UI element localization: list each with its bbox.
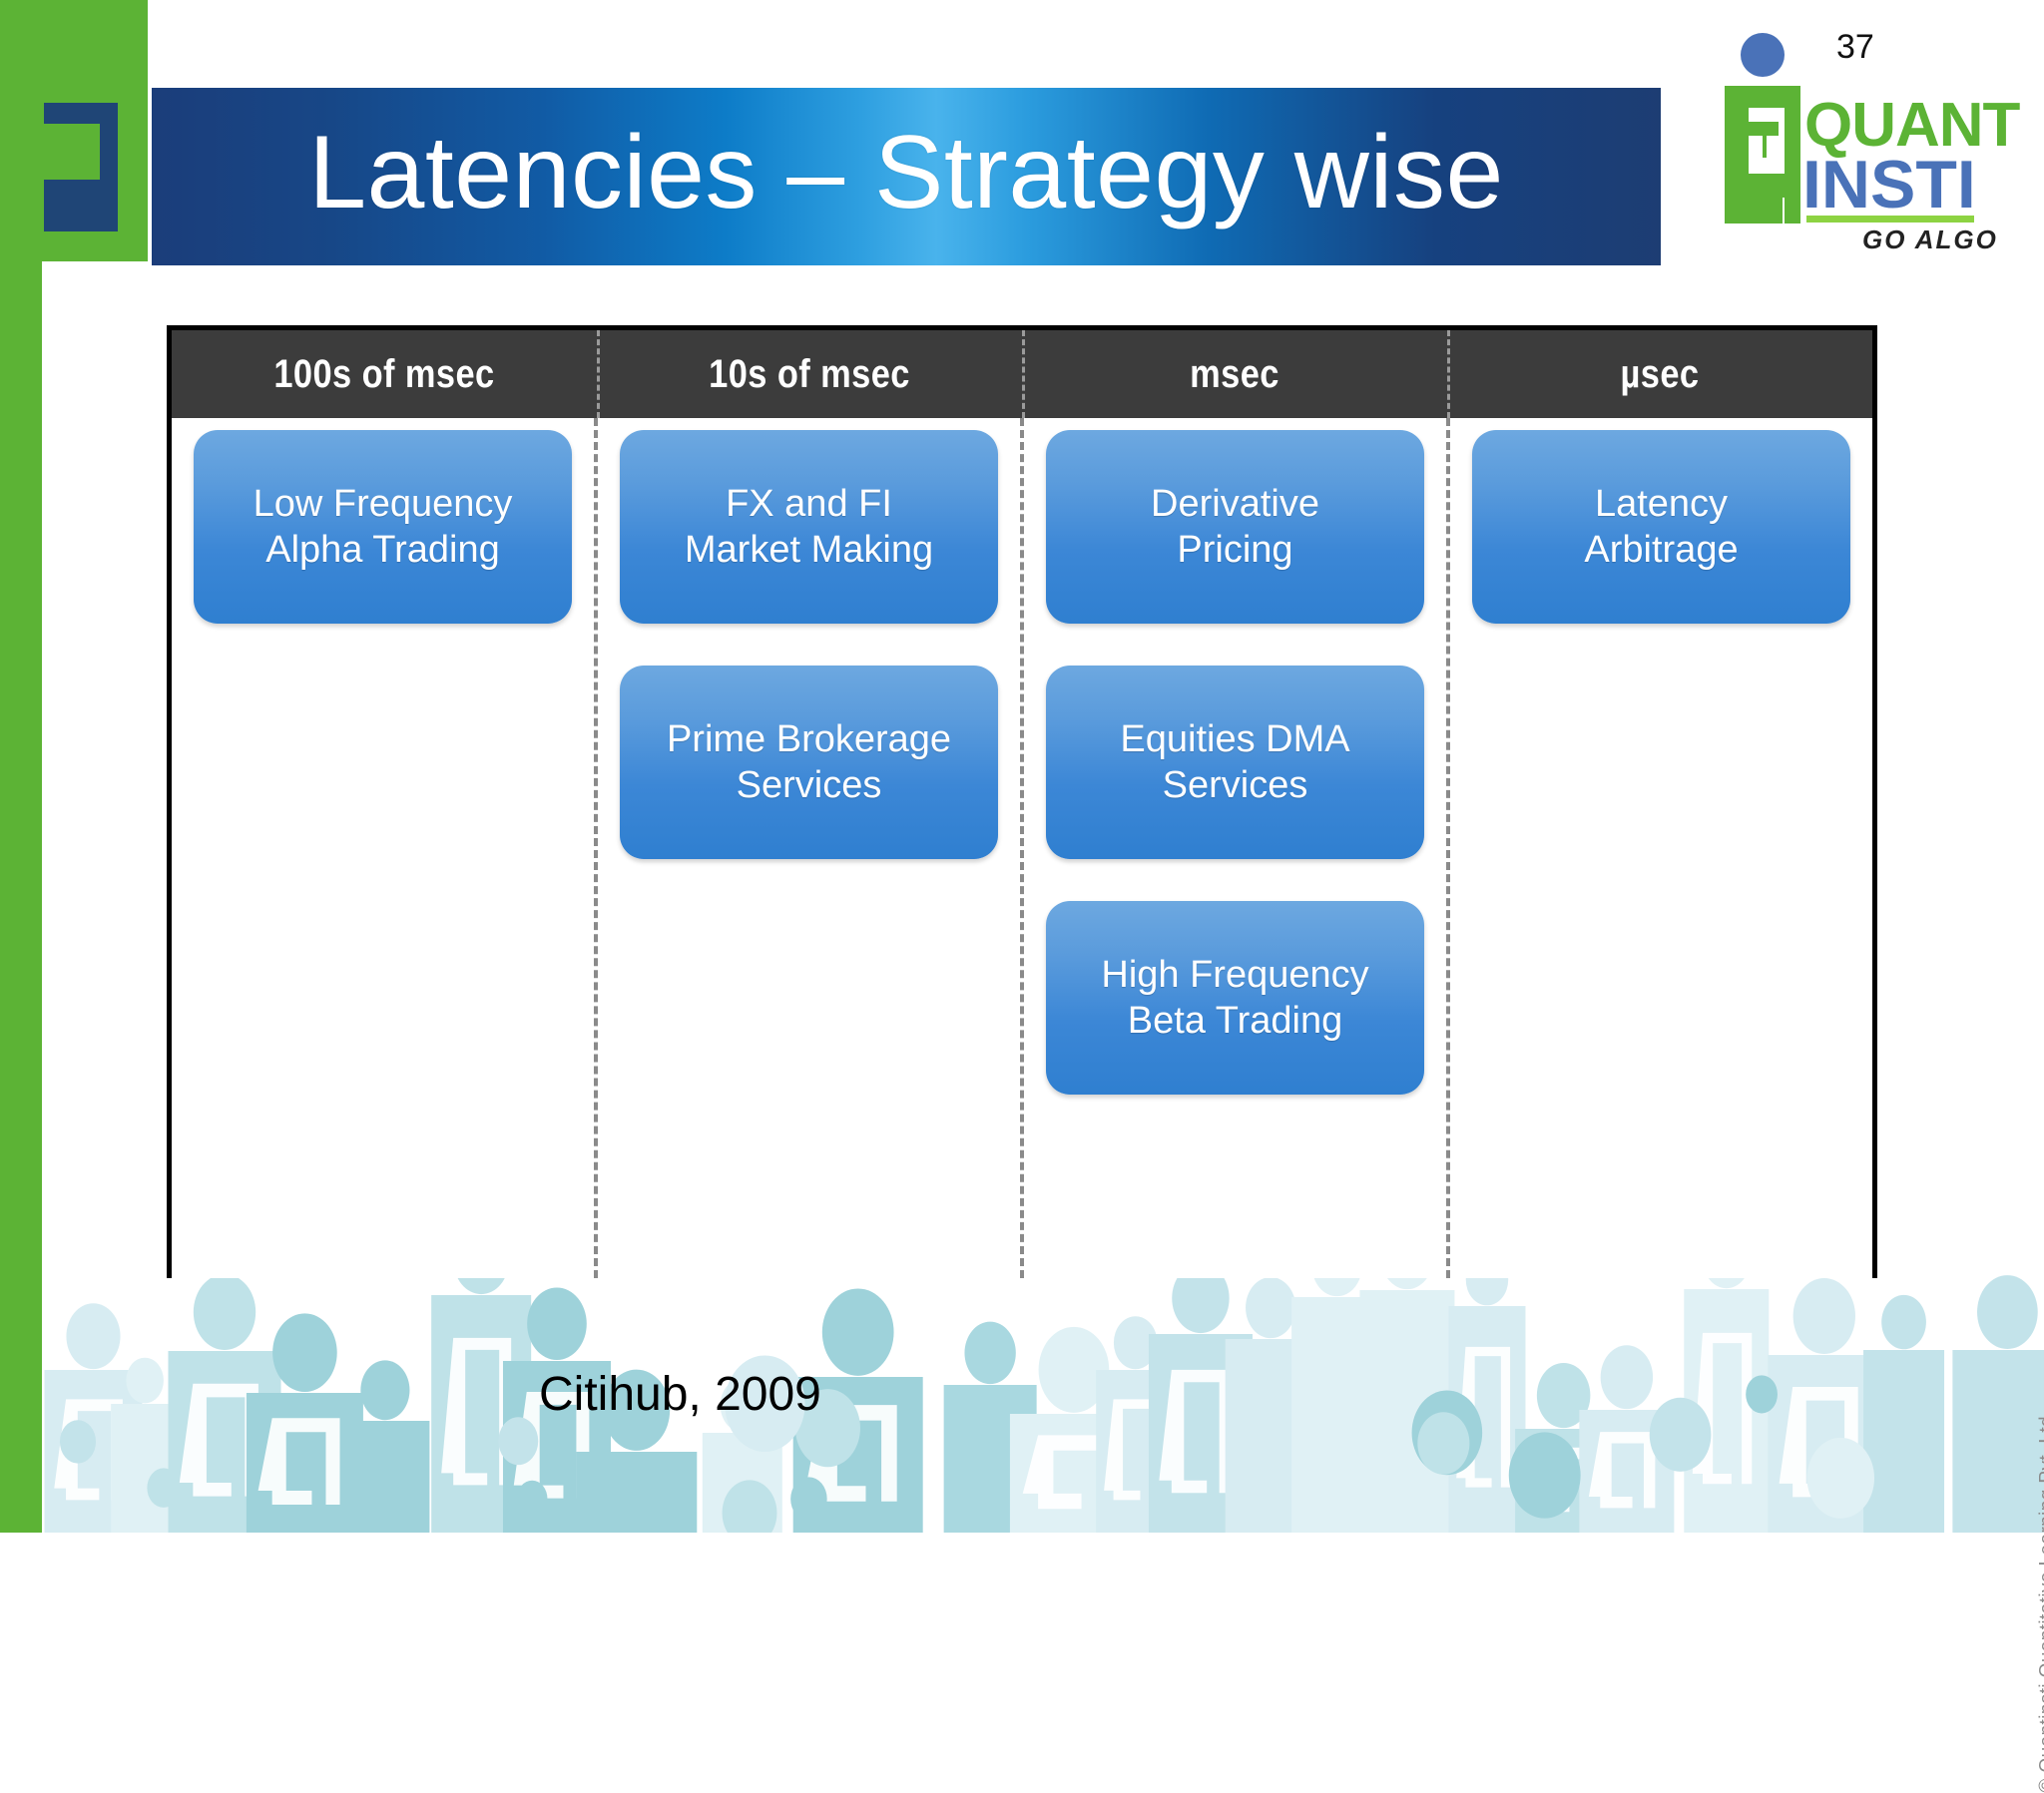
- box-line-2: Pricing: [1177, 529, 1293, 571]
- box-line-2: Alpha Trading: [265, 529, 500, 571]
- box-line-1: FX and FI: [726, 482, 892, 525]
- strategy-box-low-frequency-alpha-trading[interactable]: Low Frequency Alpha Trading: [194, 430, 572, 624]
- svg-text:INSTI: INSTI: [1802, 147, 1976, 223]
- quantinsti-logo: QUANT INSTI GO ALGO: [1723, 28, 2022, 257]
- column-header-100s-msec: 100s of msec: [273, 351, 495, 396]
- latency-strategy-table: 100s of msec 10s of msec msec µsec Low F…: [167, 325, 1877, 1278]
- column-header-usec: µsec: [1620, 351, 1700, 396]
- logo-dot: [1741, 33, 1785, 77]
- strategy-box-equities-dma-services[interactable]: Equities DMA Services: [1046, 666, 1424, 859]
- box-line-1: Low Frequency: [253, 482, 513, 525]
- column-100s-msec: Low Frequency Alpha Trading: [172, 418, 594, 1278]
- strategy-box-fx-and-fi-market-making[interactable]: FX and FI Market Making: [620, 430, 998, 624]
- page-title: Latencies – Strategy wise: [308, 115, 1504, 230]
- source-caption: Citihub, 2009: [539, 1368, 821, 1421]
- column-header-10s-msec: 10s of msec: [709, 351, 910, 396]
- svg-text:QUANT: QUANT: [1804, 91, 2021, 160]
- box-line-1: Latency: [1594, 482, 1729, 525]
- column-10s-msec: FX and FI Market Making Prime Brokerage …: [594, 418, 1020, 1278]
- box-line-2: Market Making: [684, 529, 934, 571]
- column-header-msec: msec: [1190, 351, 1279, 396]
- svg-text:GO ALGO: GO ALGO: [1862, 224, 1998, 254]
- strategy-box-high-frequency-beta-trading[interactable]: High Frequency Beta Trading: [1046, 901, 1424, 1095]
- box-line-1: Equities DMA: [1120, 717, 1350, 760]
- box-line-2: Beta Trading: [1127, 1000, 1343, 1042]
- header-separator-2: [1022, 330, 1025, 418]
- box-line-2: Services: [1162, 764, 1308, 806]
- table-body: Low Frequency Alpha Trading FX and FI Ma…: [172, 418, 1872, 1278]
- strategy-box-latency-arbitrage[interactable]: Latency Arbitrage: [1472, 430, 1850, 624]
- box-line-1: Derivative: [1151, 482, 1319, 525]
- header-separator-3: [1447, 330, 1450, 418]
- header-separator-1: [597, 330, 600, 418]
- copyright-notice: © Quantinsti Quantitative Learning Pvt. …: [2036, 1410, 2044, 1792]
- box-line-2: Arbitrage: [1584, 529, 1739, 571]
- page-number: 37: [1836, 28, 1874, 66]
- bottom-people-pattern: [0, 1243, 2044, 1533]
- slide-title-bar: Latencies – Strategy wise: [152, 88, 1661, 265]
- box-line-2: Services: [736, 764, 882, 806]
- strategy-box-prime-brokerage-services[interactable]: Prime Brokerage Services: [620, 666, 998, 859]
- table-header-row: 100s of msec 10s of msec msec µsec: [172, 330, 1872, 418]
- box-line-1: High Frequency: [1101, 953, 1369, 996]
- strategy-box-derivative-pricing[interactable]: Derivative Pricing: [1046, 430, 1424, 624]
- column-msec: Derivative Pricing Equities DMA Services…: [1020, 418, 1446, 1278]
- box-line-1: Prime Brokerage: [666, 717, 952, 760]
- column-usec: Latency Arbitrage: [1446, 418, 1872, 1278]
